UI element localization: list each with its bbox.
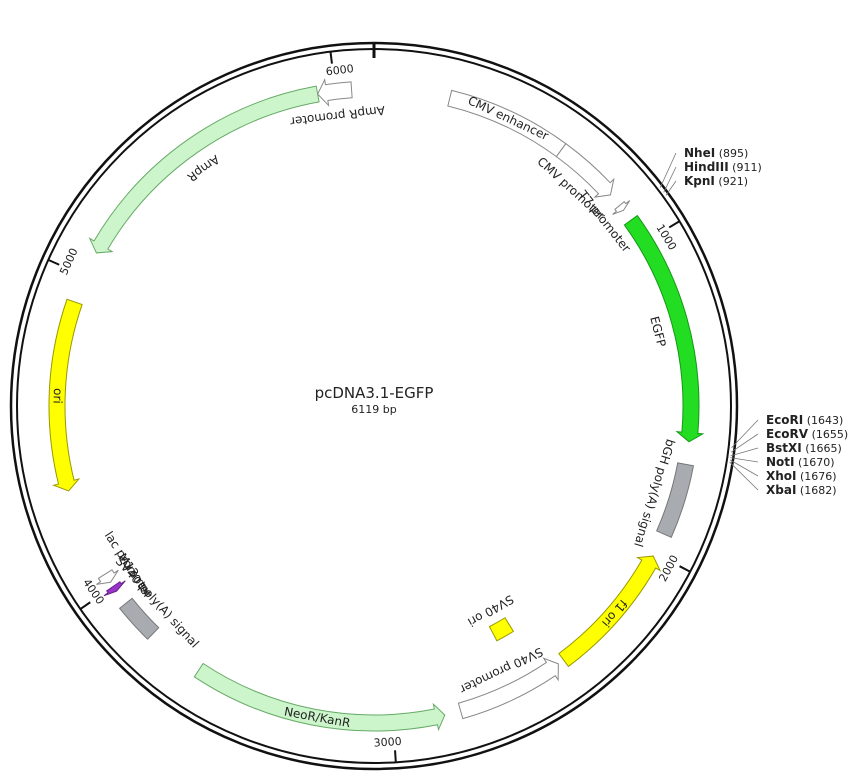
feature-lac-promoter: lac promoter bbox=[96, 529, 155, 601]
tick-label: 2000 bbox=[656, 553, 681, 584]
site-label: HindIII (911) bbox=[684, 160, 762, 174]
site-bstxi: BstXI (1665) bbox=[730, 441, 842, 457]
site-xhoi: XhoI (1676) bbox=[729, 459, 837, 483]
site-label: XhoI (1676) bbox=[766, 469, 837, 483]
tick-2000 bbox=[679, 565, 691, 573]
feature-arc bbox=[612, 200, 631, 215]
site-leader bbox=[730, 457, 759, 463]
feature-t7-promoter: T7 promoter bbox=[575, 187, 633, 255]
tick-5000 bbox=[47, 258, 60, 266]
site-leader bbox=[663, 166, 677, 193]
site-leader bbox=[730, 433, 759, 453]
site-label: BstXI (1665) bbox=[766, 441, 842, 455]
feature-arc bbox=[623, 214, 705, 443]
site-hindiii: HindIII (911) bbox=[663, 160, 762, 193]
feature-sv40-promoter: SV40 promoter bbox=[457, 645, 559, 720]
feature-sv40-ori: SV40 ori bbox=[465, 592, 516, 642]
feature-arc bbox=[118, 597, 160, 640]
site-leader bbox=[665, 180, 677, 196]
feature-label: T7 promoter bbox=[575, 187, 633, 255]
feature-label: CMV enhancer bbox=[466, 93, 551, 143]
feature-arc bbox=[488, 617, 515, 642]
feature-arc bbox=[558, 555, 662, 668]
feature-arc bbox=[103, 580, 126, 597]
feature-f1-ori: f1 ori bbox=[558, 555, 662, 668]
tick-label: 5000 bbox=[57, 246, 80, 277]
site-noti: NotI (1670) bbox=[730, 455, 835, 469]
feature-arc bbox=[555, 142, 615, 198]
site-leader bbox=[731, 419, 759, 449]
feature-neor: NeoR/KanR bbox=[193, 662, 446, 732]
feature-arc bbox=[317, 78, 353, 107]
site-label: XbaI (1682) bbox=[766, 483, 836, 497]
plasmid-backbone bbox=[9, 41, 739, 771]
feature-egfp: EGFP bbox=[623, 214, 705, 443]
center-title: pcDNA3.1-EGFP 6119 bp bbox=[315, 384, 434, 416]
tick-label: 6000 bbox=[325, 62, 354, 78]
site-leader bbox=[729, 461, 759, 491]
restriction-sites: NheI (895)HindIII (911)KpnI (921) EcoRI (… bbox=[659, 146, 848, 497]
feature-label: ori bbox=[50, 388, 64, 404]
site-ecorv: EcoRV (1655) bbox=[730, 427, 848, 453]
tick-1000 bbox=[668, 220, 680, 229]
feature-arc bbox=[193, 662, 446, 732]
site-leader bbox=[730, 447, 759, 457]
site-nhei: NheI (895) bbox=[659, 146, 748, 188]
feature-ori: ori bbox=[48, 298, 83, 492]
feature-arc bbox=[48, 298, 83, 492]
feature-arc bbox=[96, 569, 119, 585]
site-xbai: XbaI (1682) bbox=[729, 461, 836, 497]
site-leader bbox=[729, 459, 759, 477]
site-label: KpnI (921) bbox=[684, 174, 748, 188]
feature-cmv-enhancer: CMV enhancer bbox=[447, 89, 567, 158]
feature-arc bbox=[655, 462, 695, 539]
site-label: NheI (895) bbox=[684, 146, 748, 160]
site-label: EcoRV (1655) bbox=[766, 427, 848, 441]
feature-arc bbox=[457, 657, 559, 720]
tick-3000 bbox=[394, 750, 397, 763]
tick-label: 3000 bbox=[373, 735, 402, 750]
feature-label: EGFP bbox=[647, 315, 668, 349]
plasmid-size: 6119 bp bbox=[351, 403, 396, 416]
site-kpni: KpnI (921) bbox=[665, 174, 748, 196]
plasmid-name: pcDNA3.1-EGFP bbox=[315, 384, 434, 402]
tick-6000 bbox=[329, 51, 333, 64]
site-label: NotI (1670) bbox=[766, 455, 835, 469]
feature-label: AmpR promoter bbox=[289, 103, 385, 129]
site-leader bbox=[659, 152, 677, 188]
site-ecori: EcoRI (1643) bbox=[731, 413, 843, 449]
feature-bgh-polya: bGH poly(A) signal bbox=[631, 437, 695, 549]
site-label: EcoRI (1643) bbox=[766, 413, 843, 427]
feature-ampr: AmpR bbox=[88, 85, 320, 254]
tick-4000 bbox=[79, 601, 91, 610]
